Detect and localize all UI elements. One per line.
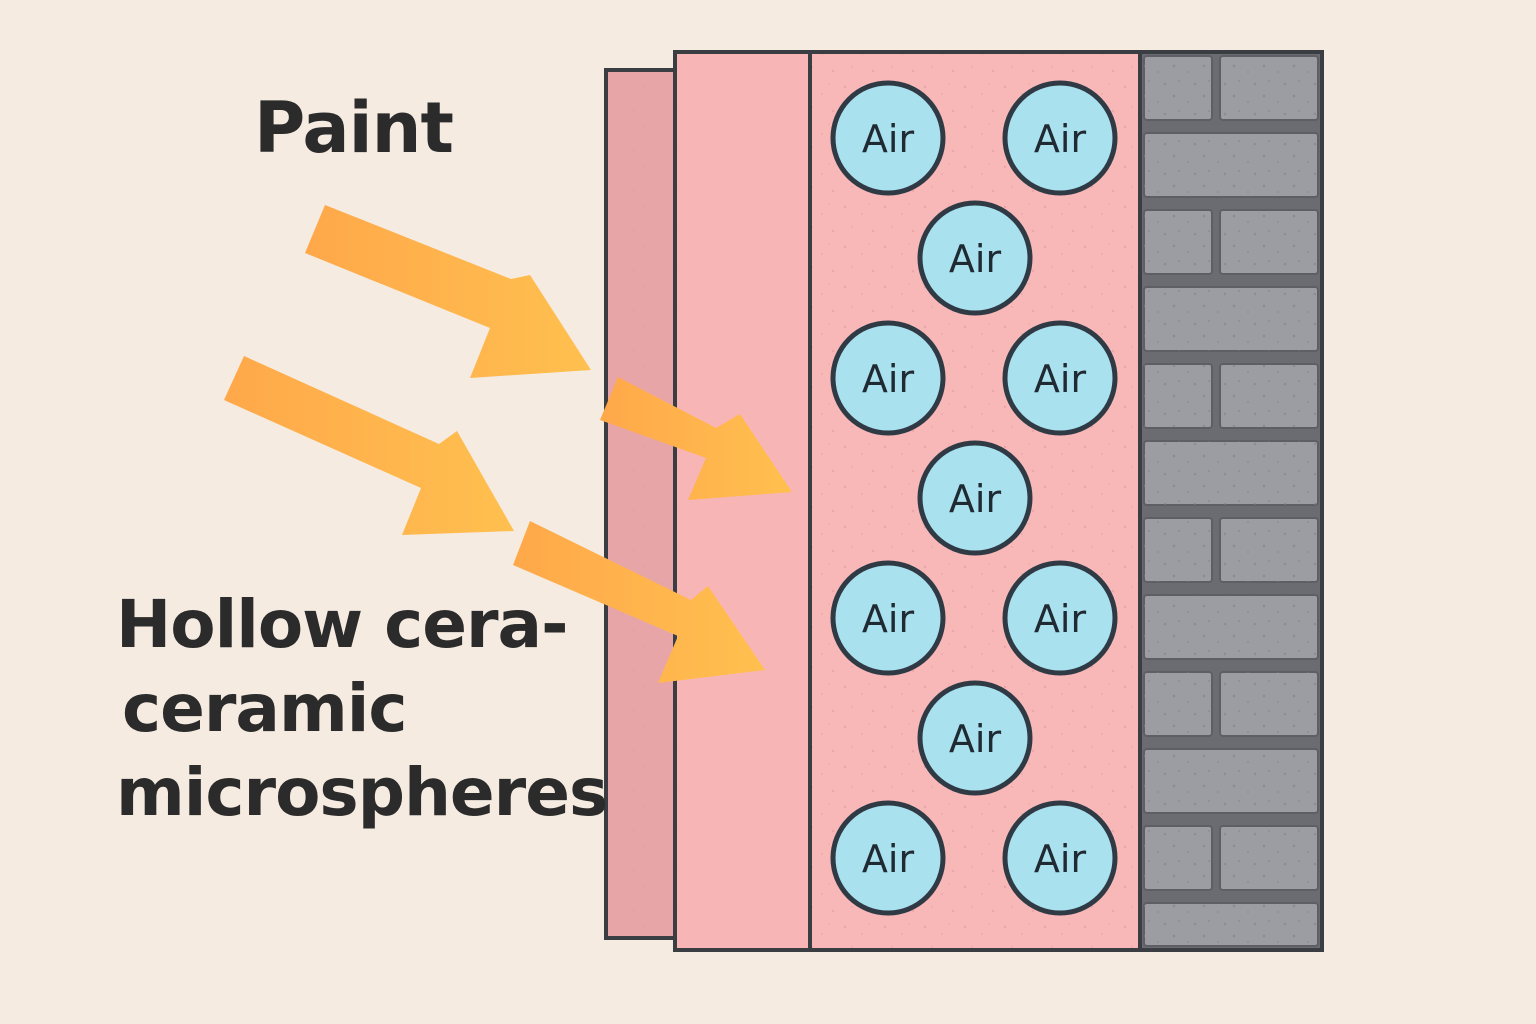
air-bubble: Air: [830, 800, 946, 916]
brick-texture: [1220, 210, 1318, 274]
brick-wall: [1138, 50, 1324, 952]
air-bubble-circle: [830, 320, 946, 436]
air-bubble-label: Air: [949, 477, 1002, 521]
air-bubble-circle: [1002, 560, 1118, 676]
air-bubble-label: Air: [862, 117, 915, 161]
air-bubble-circle: [917, 440, 1033, 556]
air-bubble-label: Air: [862, 357, 915, 401]
air-bubble-label: Air: [1034, 117, 1087, 161]
arrows: [224, 205, 792, 683]
air-bubble-label: Air: [1034, 597, 1087, 641]
brick-texture: [1144, 133, 1318, 197]
brick-texture: [1220, 364, 1318, 428]
air-bubble-label: Air: [949, 237, 1002, 281]
air-bubble: Air: [830, 320, 946, 436]
brick-texture: [1144, 287, 1318, 351]
brick-texture: [1220, 672, 1318, 736]
brick-texture: [1220, 826, 1318, 890]
arrow-icon: [600, 377, 792, 500]
air-bubble: Air: [917, 440, 1033, 556]
brick-texture: [1144, 56, 1212, 120]
microspheres-label-line-1: Hollow cera-: [116, 586, 568, 663]
microspheres-label: Hollow cera- ceramic microspheres: [116, 583, 608, 835]
air-bubble-circle: [1002, 320, 1118, 436]
paint-label: Paint: [254, 87, 454, 169]
brick-texture: [1144, 749, 1318, 813]
paint-layer: [673, 50, 812, 952]
brick-texture: [1144, 441, 1318, 505]
brick-texture: [1220, 518, 1318, 582]
arrow-icon: [224, 356, 514, 535]
air-bubble-circle: [917, 200, 1033, 316]
brick-texture: [1220, 56, 1318, 120]
air-bubble: Air: [1002, 80, 1118, 196]
brick-texture: [1144, 364, 1212, 428]
brick-texture: [1144, 672, 1212, 736]
arrow-icon: [513, 521, 765, 683]
brick-texture: [1144, 595, 1318, 659]
air-bubble: Air: [1002, 800, 1118, 916]
air-bubble: Air: [830, 80, 946, 196]
air-bubble-label: Air: [862, 597, 915, 641]
microspheres-label-line-2: ceramic: [122, 670, 408, 747]
air-bubble-circle: [1002, 800, 1118, 916]
air-bubble: Air: [830, 560, 946, 676]
air-bubble: Air: [1002, 320, 1118, 436]
air-bubble-circle: [917, 680, 1033, 796]
air-bubble: Air: [917, 680, 1033, 796]
air-bubble-circle: [1002, 80, 1118, 196]
arrow-icon: [305, 205, 591, 378]
air-bubble-circle: [830, 800, 946, 916]
outer-layer: [604, 68, 677, 940]
air-bubble-label: Air: [949, 717, 1002, 761]
brick-texture: [1144, 903, 1318, 946]
air-bubble-circle: [830, 80, 946, 196]
air-bubble: Air: [1002, 560, 1118, 676]
air-bubble-circle: [830, 560, 946, 676]
brick-texture: [1144, 210, 1212, 274]
air-bubble-label: Air: [862, 837, 915, 881]
brick-texture: [1144, 518, 1212, 582]
microspheres-label-line-3: microspheres: [116, 754, 608, 831]
brick-texture: [1144, 826, 1212, 890]
air-bubble-label: Air: [1034, 357, 1087, 401]
air-bubble-label: Air: [1034, 837, 1087, 881]
air-bubble: Air: [917, 200, 1033, 316]
